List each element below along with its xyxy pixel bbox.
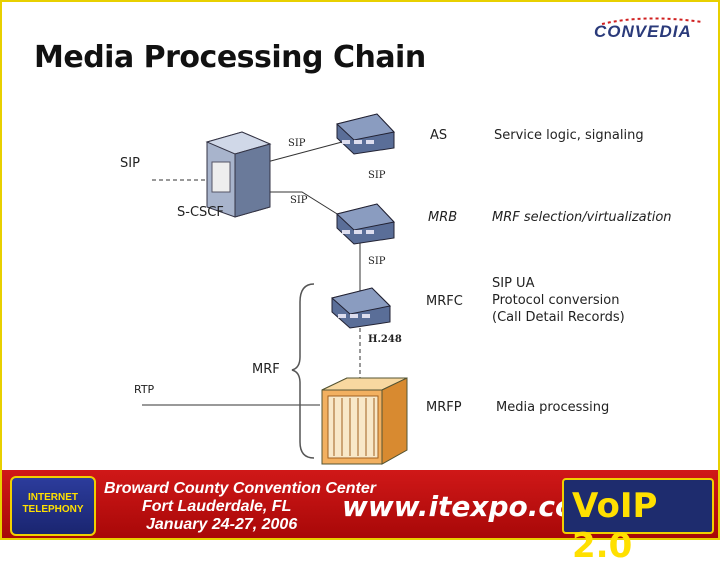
logo-text: CONVEDIA <box>594 22 692 41</box>
mrb-name: MRB <box>428 210 458 225</box>
location-text: Fort Lauderdale, FL <box>142 498 292 515</box>
itexpo-url[interactable]: www.itexpo.com <box>342 490 604 523</box>
voip-logo: VoIP 2.0 <box>562 478 714 566</box>
page-title: Media Processing Chain <box>34 40 426 75</box>
mrfp-chassis-icon <box>321 377 408 465</box>
mrb-device-icon <box>335 203 395 245</box>
mrfc-name: MRFC <box>426 294 463 309</box>
s-cscf-label: S-CSCF <box>177 205 224 220</box>
mrf-label: MRF <box>252 362 280 377</box>
as-description: Service logic, signaling <box>494 128 644 143</box>
convedia-logo: CONVEDIA <box>594 16 708 48</box>
sip-lower-label: SIP <box>290 195 308 206</box>
sip-to-mrb-line <box>267 191 343 218</box>
mrfp-description: Media processing <box>496 400 610 415</box>
as-name: AS <box>430 128 448 143</box>
internet-telephony-badge: INTERNET TELEPHONY <box>10 476 96 536</box>
sip-mid-label: SIP <box>368 170 386 181</box>
diagram-canvas <box>142 113 408 465</box>
mrfc-description-line2: Protocol conversion <box>492 293 620 308</box>
venue-text: Broward County Convention Center <box>104 480 377 497</box>
sip-to-as-line <box>266 141 343 163</box>
sip-mrb-label: SIP <box>368 256 386 267</box>
footer-banner: INTERNET TELEPHONY Broward County Conven… <box>2 470 718 566</box>
voip-text: VoIP 2.0 <box>572 486 658 566</box>
badge-line2: TELEPHONY <box>22 504 84 515</box>
mrfp-name: MRFP <box>426 400 462 415</box>
s-cscf-server-icon <box>205 131 272 218</box>
mrfc-device-icon <box>330 287 392 329</box>
date-text: January 24-27, 2006 <box>146 516 298 533</box>
mrfc-description-line3: (Call Detail Records) <box>492 310 625 325</box>
mrb-description: MRF selection/virtualization <box>492 210 672 225</box>
rtp-label: RTP <box>134 383 155 396</box>
badge-line1: INTERNET <box>28 492 78 503</box>
mrf-brace <box>291 283 315 459</box>
h248-label: H.248 <box>368 334 402 345</box>
sip-left-label: SIP <box>120 156 140 171</box>
mrfc-description-line1: SIP UA <box>492 276 535 291</box>
as-device-icon <box>335 113 395 155</box>
sip-top-label: SIP <box>288 138 306 149</box>
